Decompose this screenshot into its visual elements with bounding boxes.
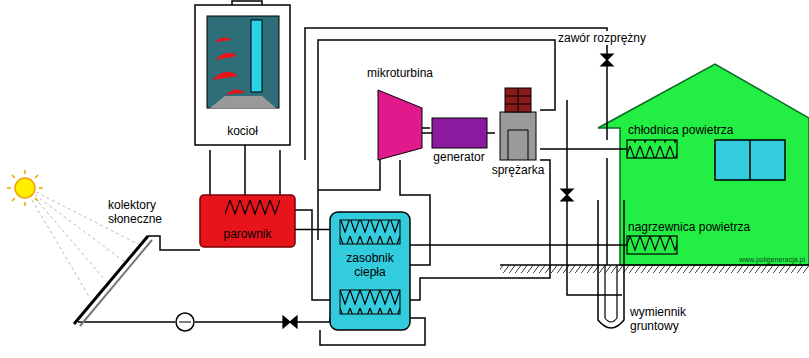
sun-beams — [7, 170, 43, 206]
valve-label: zawór rozprężny — [558, 31, 668, 45]
storage-coil — [340, 290, 400, 314]
ground-exchanger-label: wymiennik gruntowy — [630, 305, 710, 333]
heat-storage-node: zasobnik ciepła — [330, 212, 410, 330]
boiler-housing — [195, 5, 290, 145]
burner — [210, 96, 276, 108]
pipe-connector — [487, 132, 495, 134]
evaporator-coil — [225, 200, 280, 218]
node-label: sprężarka — [478, 163, 558, 177]
turbine — [378, 90, 422, 160]
pipe-connector — [295, 229, 330, 231]
node-label: chłodnica powietrza — [628, 123, 778, 137]
heater-coil — [627, 236, 677, 254]
cooler-node: chłodnica powietrza — [627, 140, 677, 158]
compressor-node: sprężarka — [495, 88, 540, 160]
boiler-firebox — [207, 16, 279, 108]
flames — [212, 37, 245, 95]
pipe-connector — [422, 132, 432, 134]
valves — [283, 54, 613, 328]
pump — [176, 313, 194, 331]
collector-label: kolektory słoneczne — [108, 198, 182, 226]
boiler-node: kocioł — [195, 5, 290, 145]
ground-line — [500, 264, 809, 266]
ground-exchanger — [598, 200, 624, 328]
evaporator — [200, 195, 295, 247]
heat-storage — [330, 212, 410, 330]
generator-node: generator — [432, 118, 487, 148]
cooler-coil — [627, 140, 677, 158]
watermark: www.poligeneracja.pl — [700, 255, 805, 264]
compressor-head — [505, 88, 531, 112]
sun — [15, 178, 35, 198]
pipe-connector — [540, 148, 627, 150]
evaporator-node: parownik — [200, 195, 295, 247]
pipes — [78, 1, 622, 345]
house — [598, 64, 809, 265]
generator-box — [432, 118, 487, 148]
node-label: generator — [424, 150, 494, 164]
node-label: mikroturbina — [345, 66, 455, 80]
pipe-connector — [244, 145, 246, 195]
window — [715, 140, 785, 180]
ground-hatch — [500, 265, 809, 273]
compressor — [500, 112, 536, 160]
node-label: kocioł — [195, 124, 290, 138]
storage-coil — [340, 220, 400, 244]
node-label: nagrzewnica powietrza — [628, 220, 788, 234]
node-label: zasobnik ciepła — [332, 251, 408, 279]
boiler-tube — [251, 20, 262, 92]
node-label: parownik — [200, 227, 295, 241]
heater-node: nagrzewnica powietrza — [627, 236, 677, 254]
pipe-connector — [410, 244, 627, 246]
solar-collector — [74, 236, 148, 324]
turbine-node: mikroturbina — [378, 90, 422, 160]
